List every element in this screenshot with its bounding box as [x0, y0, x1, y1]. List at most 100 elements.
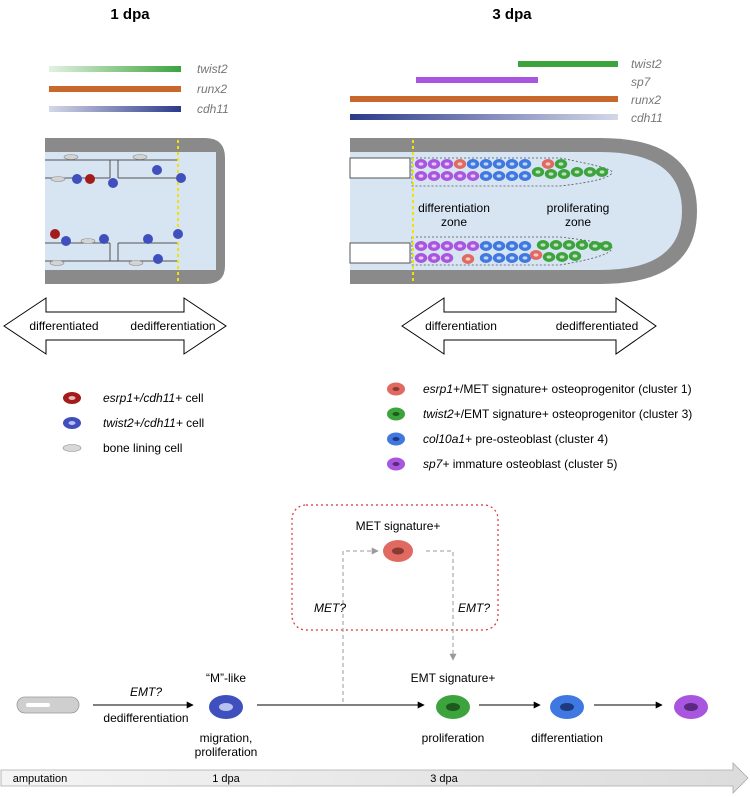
- arrow-label-differentiation: differentiation: [425, 319, 497, 333]
- differentiation-label: differentiation: [531, 731, 603, 745]
- cell-3dpa-nucleus: [470, 174, 476, 178]
- cell-3dpa-nucleus: [483, 162, 489, 166]
- cell-3dpa-nucleus: [546, 255, 552, 259]
- legend-suffix: cell: [182, 391, 203, 405]
- cell-3dpa-nucleus: [558, 162, 564, 166]
- cell-3dpa-nucleus: [418, 244, 424, 248]
- gene-bar-cdh11-left: [49, 106, 181, 112]
- cell-twist2: [72, 174, 82, 184]
- legend-gene: twist2+/cdh11+: [103, 416, 183, 430]
- preosteoblast-cell-nucleus: [560, 703, 574, 711]
- legend-right: esrp1+/MET signature+ osteoprogenitor (c…: [387, 382, 692, 471]
- panel-title-1dpa: 1 dpa: [110, 6, 150, 23]
- gene-label-sp7-right: sp7: [631, 75, 652, 89]
- cell-twist2: [143, 234, 153, 244]
- cell-3dpa-nucleus: [522, 162, 528, 166]
- legend-suffix: pre-osteoblast (cluster 4): [472, 432, 608, 446]
- cell-3dpa-nucleus: [483, 174, 489, 178]
- cell-3dpa-nucleus: [509, 256, 515, 260]
- cell-lining: [80, 238, 96, 244]
- cell-3dpa-nucleus: [496, 244, 502, 248]
- cell-3dpa-nucleus: [496, 174, 502, 178]
- cell-3dpa-nucleus: [465, 257, 471, 261]
- fin-section-1dpa: [45, 138, 225, 284]
- gene-bar-cdh11-right: [350, 114, 618, 120]
- cell-twist2: [173, 229, 183, 239]
- cell-esrp1: [50, 229, 60, 239]
- gene-bar-runx2-right: [350, 96, 618, 102]
- cells-1dpa: [49, 154, 186, 266]
- zone-label-differentiation-2: zone: [441, 215, 467, 229]
- cell-3dpa-nucleus: [509, 162, 515, 166]
- cell-3dpa-nucleus: [603, 244, 609, 248]
- cell-3dpa-nucleus: [431, 162, 437, 166]
- gene-label-twist2-left: twist2: [197, 62, 228, 76]
- cell-esrp1: [85, 174, 95, 184]
- legend-gene: sp7+: [423, 457, 449, 471]
- arrow-label-dedifferentiated: dedifferentiated: [556, 319, 639, 333]
- cell-3dpa-nucleus: [545, 162, 551, 166]
- cell-twist2: [108, 178, 118, 188]
- zone-label-proliferating: proliferating: [547, 201, 610, 215]
- legend-swatch-nucleus: [392, 412, 400, 416]
- migration-label: migration,: [200, 731, 253, 745]
- timeline-label-1dpa: 1 dpa: [212, 773, 240, 785]
- fin-mesenchyme-3dpa: [350, 152, 682, 270]
- bone-lining-nucleus: [26, 703, 50, 707]
- cell-3dpa-nucleus: [470, 244, 476, 248]
- cell-3dpa-nucleus: [522, 174, 528, 178]
- timeline-arrow: [0, 762, 749, 794]
- met-cell-nucleus: [392, 547, 404, 555]
- cell-lining: [63, 154, 79, 160]
- legend-item-3: sp7+ immature osteoblast (cluster 5): [423, 457, 617, 471]
- cell-3dpa-nucleus: [548, 172, 554, 176]
- gene-bar-twist2-left: [49, 66, 181, 72]
- cell-3dpa-nucleus: [540, 243, 546, 247]
- cell-twist2: [61, 236, 71, 246]
- legend-suffix: immature osteoblast (cluster 5): [449, 457, 617, 471]
- legend-item-esrp1-cdh11: esrp1+/cdh11+ cell: [103, 391, 204, 405]
- cell-3dpa-nucleus: [457, 174, 463, 178]
- cell-3dpa-nucleus: [561, 172, 567, 176]
- cell-3dpa-nucleus: [592, 244, 598, 248]
- legend-swatch-nucleus: [392, 387, 400, 391]
- gene-bar-runx2-left: [49, 86, 181, 92]
- cell-3dpa-nucleus: [579, 243, 585, 247]
- gene-label-cdh11-left: cdh11: [197, 102, 229, 116]
- legend-suffix: cell: [183, 416, 204, 430]
- gene-label-twist2-right: twist2: [631, 57, 662, 71]
- gene-label-runx2-right: runx2: [631, 93, 661, 107]
- cell-3dpa-nucleus: [444, 244, 450, 248]
- dedifferentiation-label: dedifferentiation: [103, 711, 188, 725]
- gene-label-cdh11-right: cdh11: [631, 111, 663, 125]
- gene-label-runx2-left: runx2: [197, 82, 227, 96]
- legend-left: esrp1+/cdh11+ cell twist2+/cdh11+ cell b…: [62, 391, 204, 455]
- cell-3dpa-nucleus: [444, 162, 450, 166]
- osteoblast-cell-nucleus: [684, 703, 698, 711]
- flow-diagram: MET signature+ MET? EMT? EMT? dedifferen…: [16, 504, 708, 759]
- gene-bars-left: twist2 runx2 cdh11: [49, 62, 229, 116]
- arrow-label-differentiated: differentiated: [29, 319, 98, 333]
- cell-twist2: [153, 254, 163, 264]
- zone-label-differentiation: differentiation: [418, 201, 490, 215]
- cell-3dpa-nucleus: [509, 244, 515, 248]
- timeline-label-amputation: amputation: [13, 773, 67, 785]
- cell-row-outline-bottom: [411, 236, 613, 266]
- cell-3dpa-nucleus: [444, 256, 450, 260]
- m-like-label: “M”-like: [206, 671, 246, 685]
- legend-item-bone-lining: bone lining cell: [103, 441, 182, 455]
- legend-gene: esrp1+/cdh11+: [103, 391, 182, 405]
- cell-3dpa-nucleus: [470, 162, 476, 166]
- legend-suffix: /EMT signature+ osteoprogenitor (cluster…: [461, 407, 693, 421]
- emt-signature-label: EMT signature+: [411, 671, 496, 685]
- legend-swatch-nucleus: [392, 437, 400, 441]
- cell-3dpa-nucleus: [444, 174, 450, 178]
- legend-swatch-nucleus: [392, 462, 400, 466]
- cell-3dpa-nucleus: [496, 256, 502, 260]
- legend-item-1: twist2+/EMT signature+ osteoprogenitor (…: [423, 407, 692, 421]
- legend-item-2: col10a1+ pre-osteoblast (cluster 4): [423, 432, 608, 446]
- cell-3dpa-nucleus: [431, 174, 437, 178]
- emt-cell-nucleus: [446, 703, 460, 711]
- proliferation-label: proliferation: [422, 731, 485, 745]
- cell-3dpa-nucleus: [431, 244, 437, 248]
